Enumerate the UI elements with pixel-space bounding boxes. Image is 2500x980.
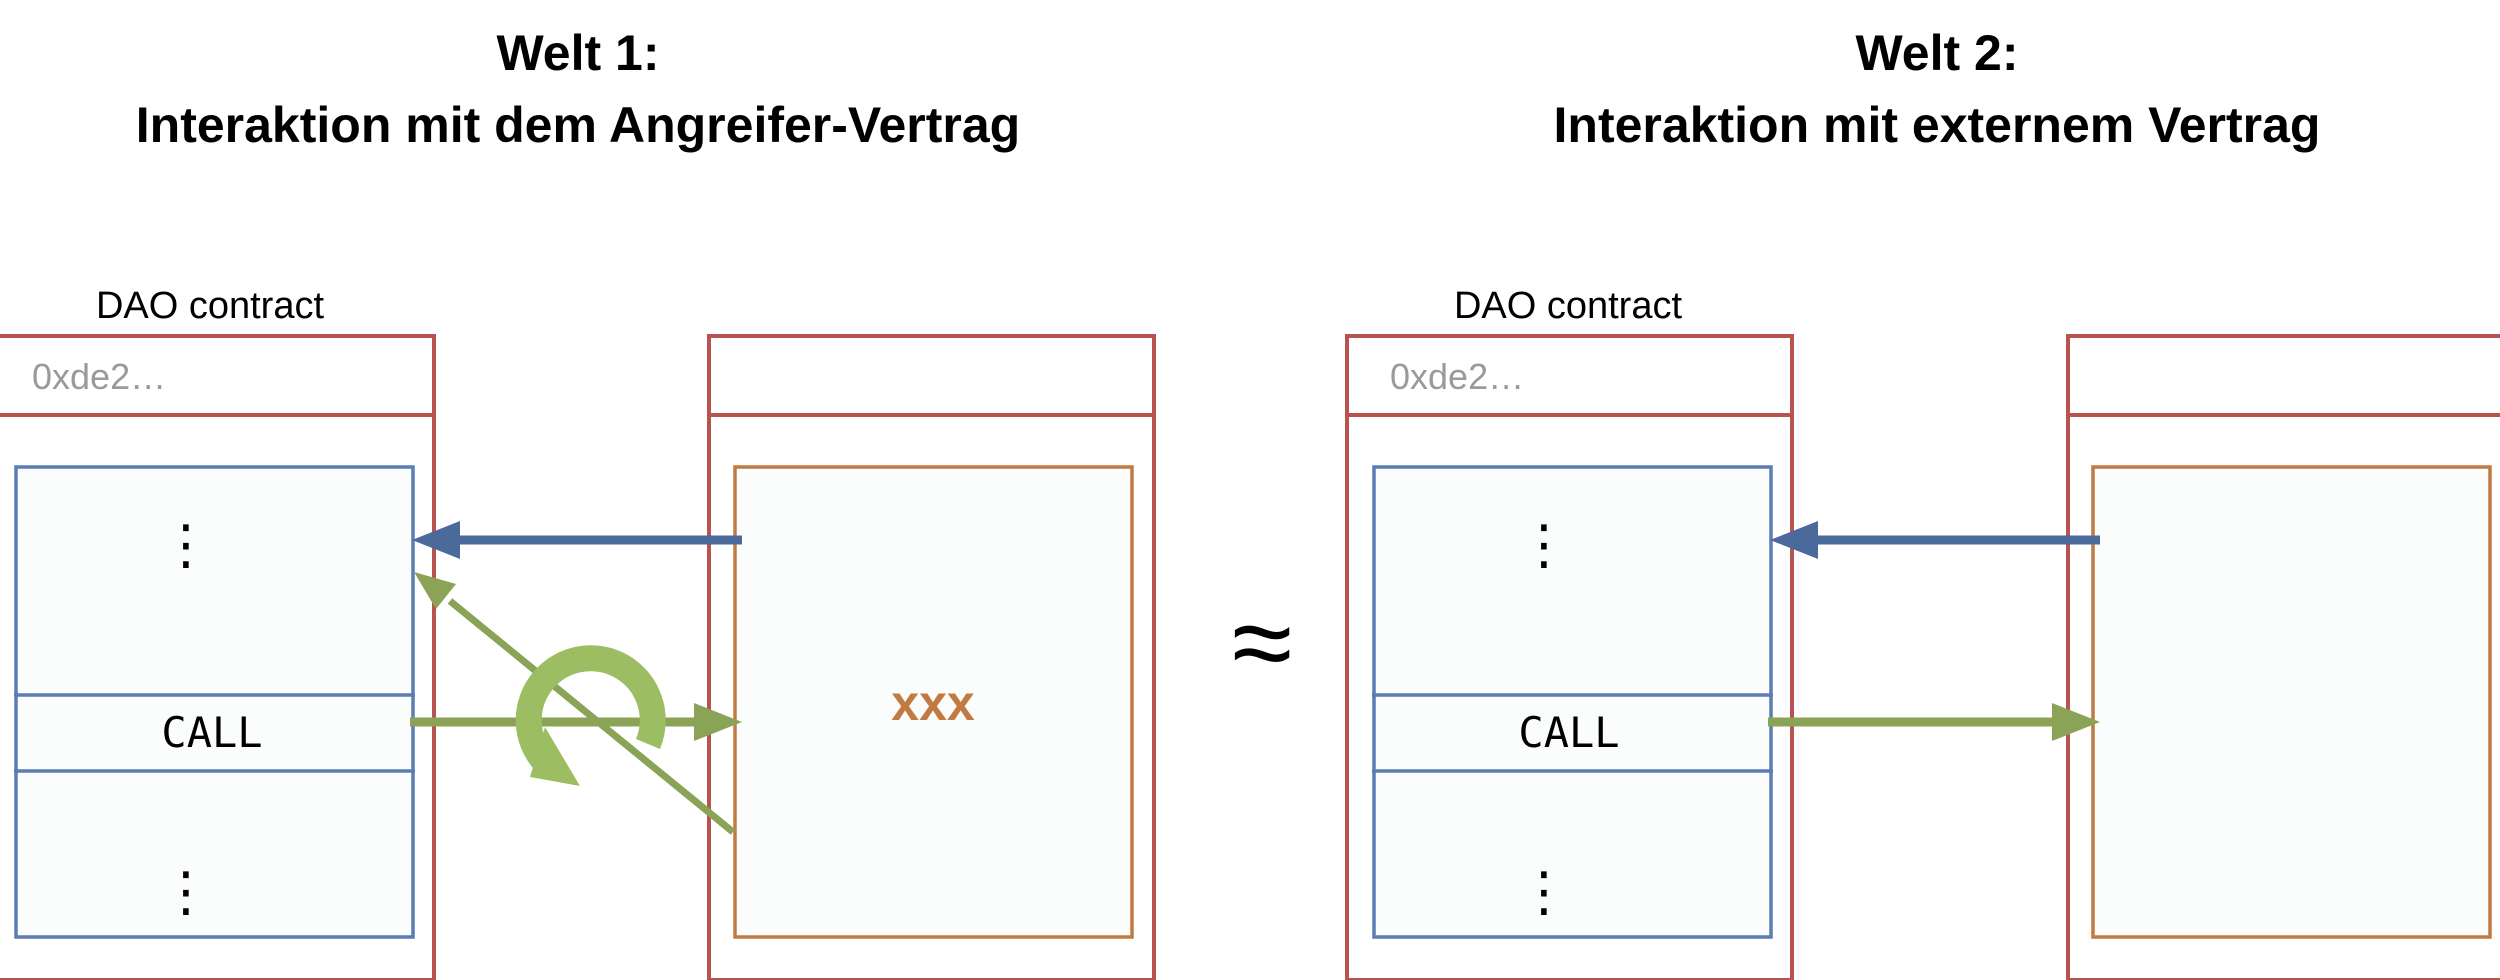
world2-call-arrowhead [2052, 703, 2100, 741]
world1-reentry-arrowhead [414, 572, 456, 609]
world1-dao-contract: 0xde2… ⋮ CALL ⋮ [0, 334, 436, 980]
world2-stack-frame [1372, 465, 1773, 939]
world1-stack-ellipsis-top: ⋮ [159, 515, 213, 575]
world2-dao-address: 0xde2… [1390, 356, 1524, 397]
world1-arrows [410, 521, 742, 835]
world1-title-line1: Welt 1: [497, 25, 660, 81]
world2-contract-label: DAO contract [1454, 285, 1683, 327]
world2-call-stack: ⋮ CALL ⋮ [1372, 465, 1773, 939]
approx-symbol: ≈ [1232, 581, 1292, 704]
world2-dao-contract: 0xde2… ⋮ CALL ⋮ [1345, 334, 1794, 980]
world2-title-line2: Interaktion mit externem Vertrag [1554, 97, 2321, 153]
world1-call-arrowhead [694, 703, 742, 741]
world1-return-arrowhead [412, 521, 460, 559]
world2-stack-ellipsis-bottom: ⋮ [1517, 862, 1571, 922]
world2-stack-ellipsis-top: ⋮ [1517, 515, 1571, 575]
world1-stack-frame [14, 465, 415, 939]
world1-attacker-contract: xxx [707, 334, 1156, 980]
world1: DAO contract 0xde2… ⋮ CALL ⋮ xxx [0, 285, 1156, 980]
world2-title-line1: Welt 2: [1856, 25, 2019, 81]
world1-dao-address: 0xde2… [32, 356, 166, 397]
world1-call-label: CALL [161, 708, 262, 757]
world2-return-arrowhead [1770, 521, 1818, 559]
world2-call-label: CALL [1518, 708, 1619, 757]
world1-attacker-code-text: xxx [891, 675, 975, 731]
world2-external-contract [2066, 334, 2500, 980]
world1-title-line2: Interaktion mit dem Angreifer-Vertrag [136, 97, 1020, 153]
world1-contract-label: DAO contract [96, 285, 325, 327]
world2: DAO contract 0xde2… ⋮ CALL ⋮ [1345, 285, 2500, 980]
world2-arrows [1768, 521, 2100, 741]
world2-external-code-box [2091, 465, 2492, 939]
world1-stack-ellipsis-bottom: ⋮ [159, 862, 213, 922]
circular-arrow-icon [515, 645, 666, 786]
world1-attacker-code-box [733, 465, 1134, 939]
world1-call-stack: ⋮ CALL ⋮ [14, 465, 415, 939]
world1-reentry-arrow [447, 598, 736, 835]
